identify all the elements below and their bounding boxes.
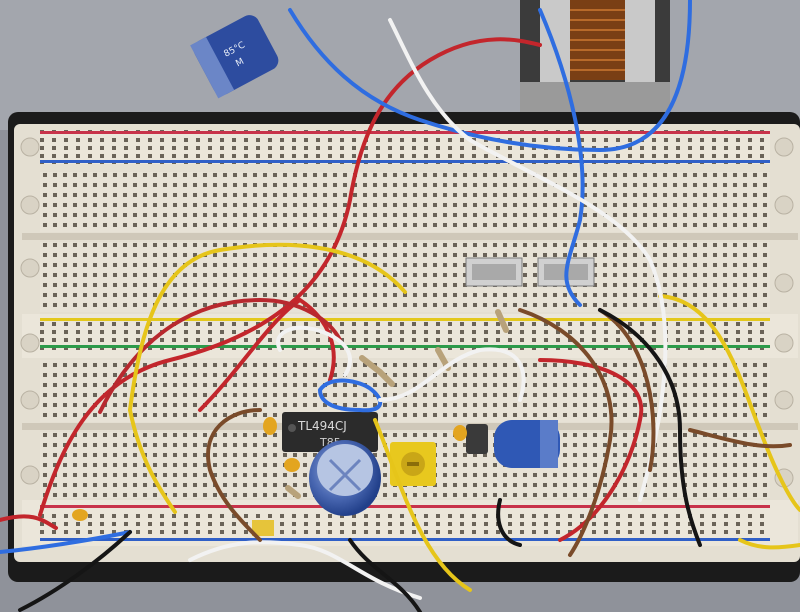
- center-channel-2: [22, 423, 798, 430]
- white-wire-middle: [378, 347, 526, 402]
- blue-wire-loop-chip: [318, 378, 383, 413]
- resistors: [285, 309, 509, 499]
- electrolytic-capacitor-left: [309, 440, 381, 516]
- black-wire-small: [496, 498, 522, 547]
- red-wire-main: [38, 37, 542, 517]
- ceramic-capacitors: [72, 417, 467, 536]
- brown-wire-left: [206, 408, 262, 542]
- to220-transistor-left: [465, 257, 523, 287]
- yellow-wire-bottom-right: [738, 538, 800, 550]
- yellow-wire-top: [128, 242, 407, 412]
- yellow-wire-left: [128, 408, 177, 514]
- black-wire-right: [598, 308, 702, 547]
- top-rail-red-line: [40, 131, 770, 134]
- cap-top-label-2: M: [234, 57, 246, 69]
- yellow-wire-right: [658, 294, 800, 512]
- terminal-strip-upper-b: [40, 242, 770, 312]
- electrolytic-capacitor-right: [466, 420, 560, 468]
- electrolytic-capacitor-top: 85°C M: [190, 15, 279, 99]
- white-wire-long: [388, 18, 668, 502]
- mid-rail-yellow-line: [40, 318, 770, 321]
- brown-wire-far-right: [688, 428, 792, 449]
- black-wire-bottom-left: [18, 530, 132, 612]
- blue-wire-vertical: [538, 8, 585, 307]
- center-channel-1: [22, 233, 798, 240]
- terminal-strip-upper-a: [40, 172, 770, 232]
- top-rail-blue-line: [40, 160, 770, 163]
- red-wire-left-edge: [0, 514, 58, 530]
- brown-wire-right-2: [598, 308, 656, 472]
- brown-wire-right: [518, 308, 614, 557]
- white-wire-bottom: [188, 540, 422, 600]
- top-power-rail: [40, 130, 770, 164]
- blue-wire-bottom-left: [0, 530, 132, 554]
- white-wire-chip-loop: [276, 325, 352, 377]
- yellow-wire-center: [373, 418, 472, 592]
- mid-rail-green-line: [40, 345, 770, 348]
- trimmer-potentiometer: [390, 442, 436, 486]
- bottom-rail-red-line: [40, 505, 770, 508]
- mounting-posts: [20, 137, 794, 488]
- middle-power-rail: [22, 314, 798, 358]
- chip-label-line1: TL494CJ: [297, 419, 347, 433]
- red-wire-upper-left: [98, 297, 342, 414]
- red-wire-loop: [198, 297, 336, 412]
- red-wire-right: [538, 358, 644, 542]
- black-wire-bottom-center: [348, 538, 422, 612]
- blue-wire-top-loop: [288, 0, 692, 153]
- bottom-rail-blue-line: [40, 538, 770, 541]
